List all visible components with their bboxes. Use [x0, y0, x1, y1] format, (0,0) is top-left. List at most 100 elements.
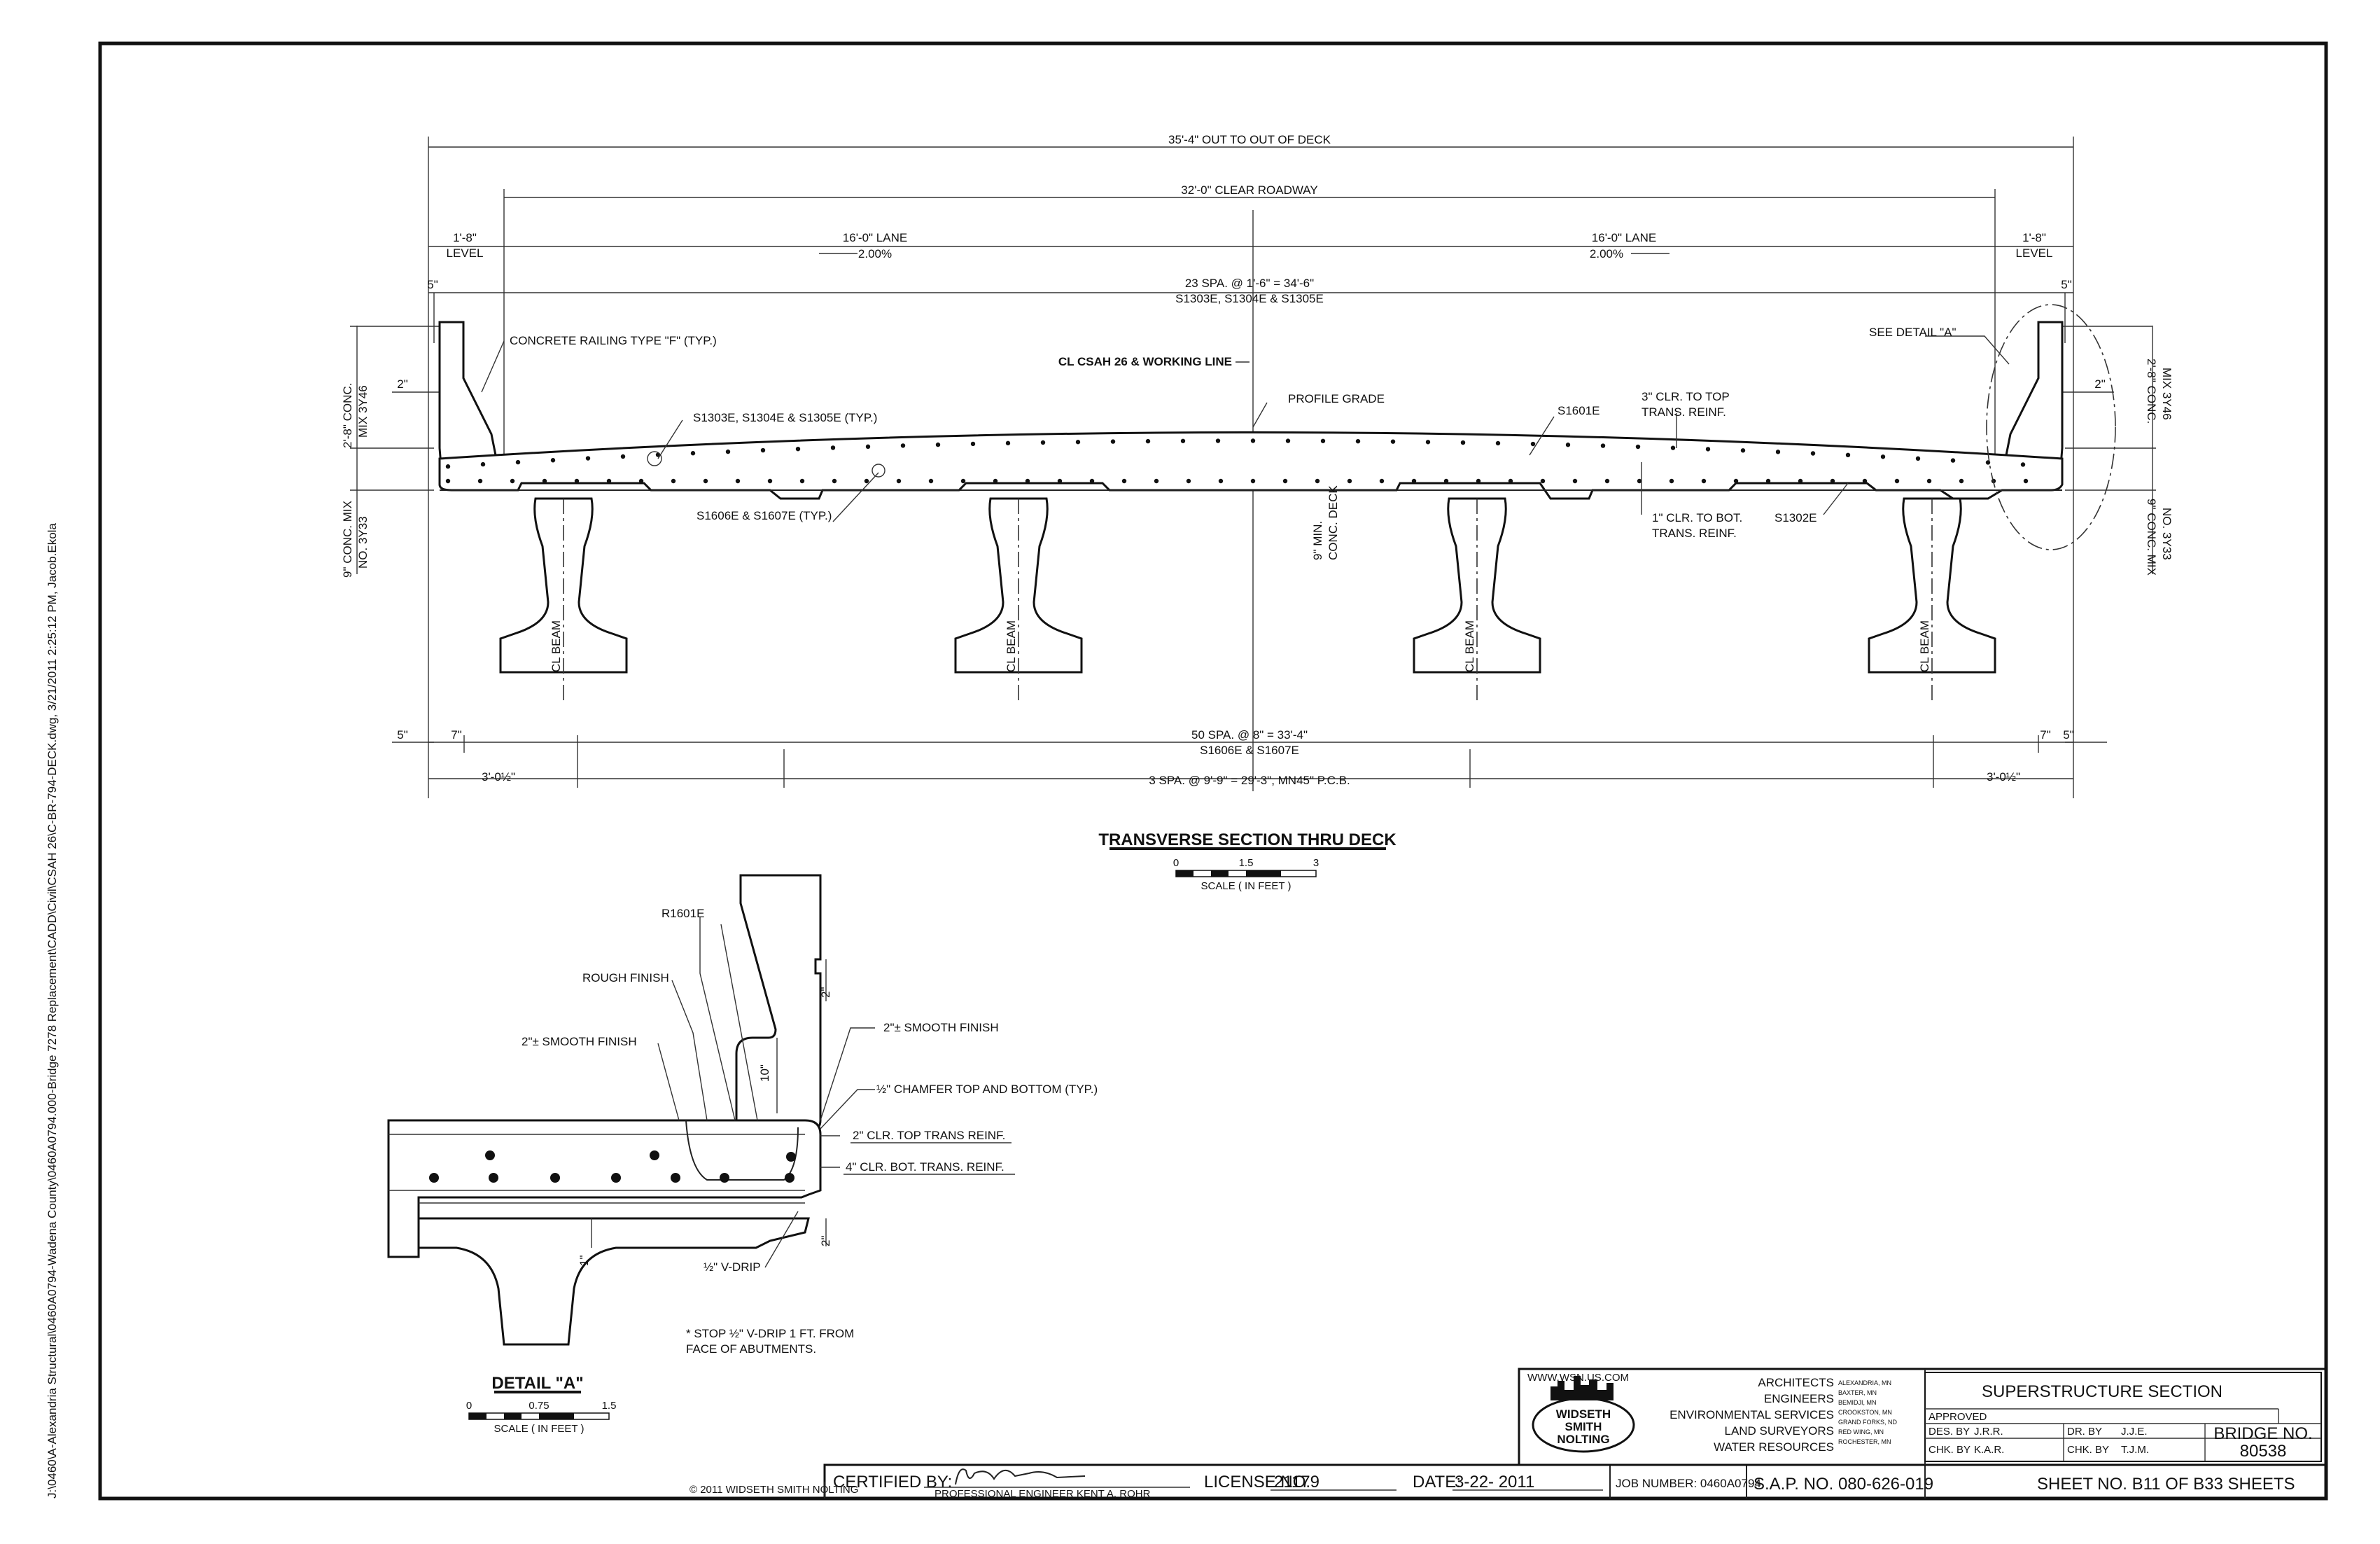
rebar-bottom: [960, 478, 966, 484]
clr-top-label-2: TRANS. REINF.: [1642, 405, 1726, 419]
sheet-number: SHEET NO. B11 OF B33 SHEETS: [2037, 1475, 2295, 1494]
rebar-bottom: [510, 478, 515, 484]
rebar-top: [1460, 440, 1466, 445]
rebar-bottom: [1959, 478, 1964, 484]
service-engineers: ENGINEERS: [1764, 1392, 1834, 1405]
detail-a-callout: [1986, 304, 2116, 550]
rebar-bottom: [1089, 478, 1095, 484]
detail-rough-finish: ROUGH FINISH: [582, 971, 669, 985]
license-label: LICENSE NO.: [1204, 1473, 1310, 1491]
rebar-top: [1355, 438, 1361, 444]
rebar-bottom: [1508, 478, 1513, 484]
rebar-bottom: [703, 478, 708, 484]
detail-chamfer: ½" CHAMFER TOP AND BOTTOM (TYP.): [876, 1083, 1098, 1096]
rebar-top: [1110, 439, 1116, 444]
rebar-bottom: [1282, 478, 1288, 484]
rebar-top: [760, 447, 766, 453]
rebar-bottom: [1701, 478, 1707, 484]
csah-line-label: CL CSAH 26 & WORKING LINE: [1058, 355, 1232, 368]
detail-a: R1601E ROUGH FINISH 2"± SMOOTH FINISH 2"…: [387, 874, 1098, 1435]
rebar-top: [1390, 439, 1396, 444]
approved-label: APPROVED: [1928, 1411, 1987, 1423]
dim-5-bot-right: 5": [2063, 728, 2074, 742]
rebar-top: [1775, 450, 1781, 454]
copyright: © 2011 WIDSETH SMITH NOLTING: [690, 1484, 858, 1496]
detail-clr-top: 2" CLR. TOP TRANS REINF.: [853, 1129, 1005, 1142]
section-title: TRANSVERSE SECTION THRU DECK: [1098, 830, 1396, 849]
rebar-bottom: [896, 478, 902, 484]
firm-logo-line-1: WIDSETH: [1556, 1407, 1611, 1421]
dim-5-bot-left: 5": [397, 728, 408, 742]
conc-left-top-2: MIX 3Y46: [356, 385, 370, 438]
rebar-bottom: [864, 478, 869, 484]
rebar-top: [620, 454, 626, 459]
rebar-top: [1740, 448, 1746, 453]
rebar-bottom: [1637, 478, 1642, 484]
rebar-top: [1810, 451, 1816, 456]
min-deck-label: 9" MIN.: [1311, 521, 1324, 560]
dim-2-left: 2": [397, 377, 408, 391]
scale-tick-2: 3: [1313, 857, 1319, 869]
detail-rebar: [489, 1173, 498, 1183]
detail-clr-bot: 4" CLR. BOT. TRANS. REINF.: [846, 1160, 1004, 1174]
service-environmental: ENVIRONMENTAL SERVICES: [1670, 1408, 1834, 1421]
rebar-top: [1495, 440, 1501, 446]
rebar-top: [970, 441, 976, 447]
railing-note: CONCRETE RAILING TYPE "F" (TYP.): [510, 334, 717, 347]
rebar-top: [1250, 438, 1256, 443]
rebar-bottom: [1540, 478, 1546, 484]
rebar-bottom: [1572, 478, 1578, 484]
see-detail-label: SEE DETAIL "A": [1869, 326, 1956, 339]
rebar-bottom: [445, 478, 451, 484]
rebar-top: [1845, 452, 1851, 458]
detail-rebar: [720, 1173, 729, 1183]
office-6: ROCHESTER, MN: [1838, 1438, 1891, 1445]
rebar-bottom: [671, 478, 676, 484]
conc-left-bot-2: NO. 3Y33: [356, 516, 370, 569]
rebar-bottom: [1443, 478, 1449, 484]
rebar-top: [585, 456, 591, 461]
left-level-dim: 1'-8": [453, 231, 477, 244]
office-2: BEMIDJI, MN: [1838, 1399, 1877, 1406]
rebar-bottom: [735, 478, 741, 484]
conc-left-bot: 9" CONC. MIX: [341, 501, 354, 578]
rebar-bottom: [1894, 478, 1900, 484]
detail-deck: [387, 1119, 822, 1258]
clr-bot-label-2: TRANS. REINF.: [1652, 527, 1737, 540]
scale-label: SCALE ( IN FEET ): [1201, 880, 1292, 892]
rebar-top: [1705, 447, 1711, 452]
rebar-top: [1180, 438, 1186, 443]
rebar-top: [1530, 441, 1536, 447]
rebar-bottom: [1025, 478, 1030, 484]
bridge-number: 80538: [2240, 1442, 2287, 1461]
detail-rebar: [650, 1150, 659, 1160]
rebar-top: [1565, 443, 1571, 447]
detail-rebar: [429, 1173, 439, 1183]
s1601e-label: S1601E: [1558, 404, 1600, 417]
rebar-top: [690, 451, 696, 456]
service-land-surveyors: LAND SURVEYORS: [1724, 1424, 1834, 1438]
rebar-top: [935, 442, 941, 447]
rebar-top: [1950, 458, 1956, 463]
dim-2-right: 2": [2094, 377, 2106, 391]
rebar-top: [2020, 462, 2026, 467]
chk-by-value-2: T.J.M.: [2121, 1444, 2149, 1456]
date-value: 3-22- 2011: [1455, 1473, 1534, 1491]
detail-railing: [735, 874, 822, 1130]
profile-grade-label: PROFILE GRADE: [1288, 392, 1385, 405]
detail-dim-2a: 2": [819, 987, 832, 999]
cl-beam-label: CL BEAM: [1004, 620, 1018, 672]
detail-smooth-left: 2"± SMOOTH FINISH: [522, 1035, 637, 1048]
rebar-top: [1425, 440, 1431, 445]
detail-rebar: [785, 1173, 794, 1183]
dim-5-top-right: 5": [2061, 278, 2072, 291]
detail-scale-tick-0: 0: [466, 1400, 472, 1412]
section-scale-bar: 0 1.5 3 SCALE ( IN FEET ): [1173, 857, 1319, 892]
rebar-top: [1005, 440, 1011, 446]
chk-by-label-1: CHK. BY: [1928, 1444, 1970, 1456]
top-spacing: 23 SPA. @ 1'-6" = 34'-6": [1185, 277, 1314, 290]
rebar-bottom: [1862, 478, 1868, 484]
deck-slab: [438, 431, 2064, 500]
rebar-bottom: [1347, 478, 1352, 484]
